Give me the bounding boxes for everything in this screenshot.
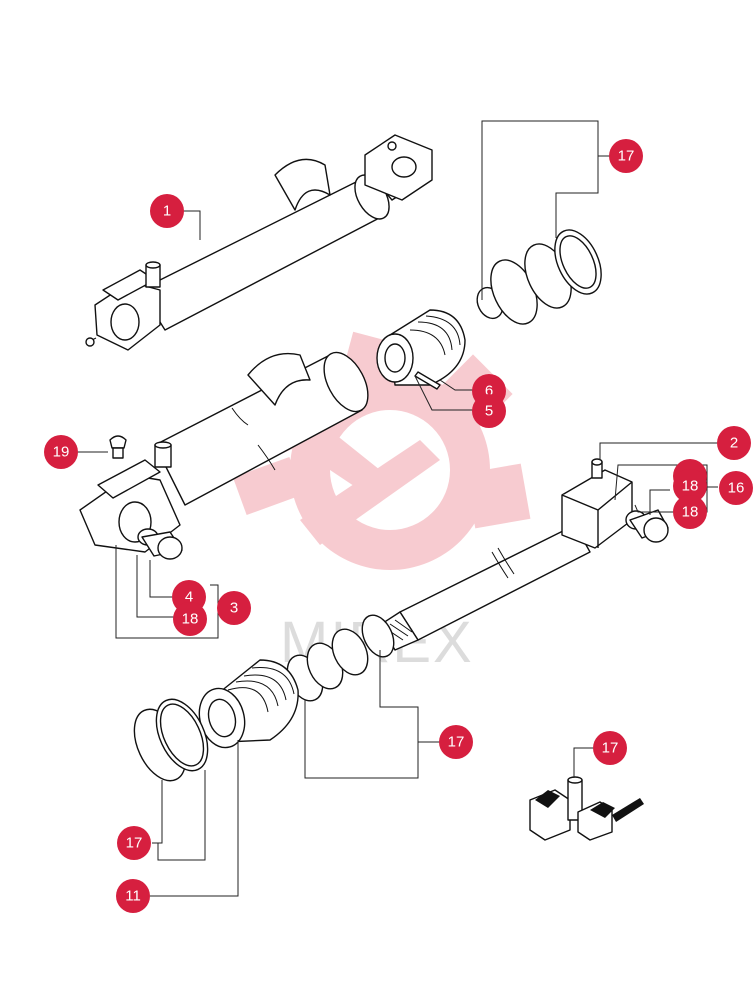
callout-label: 2 — [730, 435, 738, 452]
callout-label: 18 — [682, 478, 699, 495]
callout-label: 18 — [682, 504, 699, 521]
callout-label: 17 — [618, 148, 635, 165]
piston-rod — [379, 458, 669, 651]
piston-part-5-6 — [376, 309, 466, 390]
callout-17-center[interactable]: 17 — [439, 725, 473, 759]
callout-label: 6 — [485, 383, 493, 400]
callout-label: 1 — [163, 203, 171, 220]
callout-2[interactable]: 2 — [717, 426, 751, 460]
callout-label: 16 — [728, 480, 745, 497]
callout-1[interactable]: 1 — [150, 194, 184, 228]
callout-16[interactable]: 16 — [719, 471, 753, 505]
callout-label: 19 — [53, 444, 70, 461]
cylinder-barrel — [79, 351, 369, 560]
callout-label: 17 — [126, 835, 143, 852]
callout-3[interactable]: 3 — [217, 591, 251, 625]
callout-18-left[interactable]: 18 — [173, 602, 207, 636]
seal-kit-icon — [529, 776, 644, 841]
callout-17-top[interactable]: 17 — [609, 139, 643, 173]
callout-label: 5 — [485, 403, 493, 420]
callout-11[interactable]: 11 — [116, 879, 150, 913]
seal-ring-set-top — [476, 229, 602, 325]
gland-seal-rings — [133, 698, 209, 782]
callout-5[interactable]: 5 — [472, 394, 506, 428]
leader-lines — [77, 120, 718, 897]
callout-label: 17 — [602, 740, 619, 757]
callout-label: 18 — [182, 611, 199, 628]
rod-seal-rings — [286, 614, 395, 702]
callout-label: 11 — [125, 888, 141, 905]
callout-18-right-lower[interactable]: 18 — [673, 469, 707, 503]
callout-17-kit[interactable]: 17 — [593, 731, 627, 765]
callout-label: 17 — [448, 734, 465, 751]
callout-18-right-bottom[interactable]: 18 — [673, 495, 707, 529]
cylinder-gland-part-11 — [198, 659, 299, 749]
callout-label: 3 — [230, 600, 238, 617]
cylinder-assembly-part-1 — [85, 134, 433, 351]
callout-label: 4 — [185, 589, 193, 606]
callout-17-lower-left[interactable]: 17 — [117, 826, 151, 860]
callout-19[interactable]: 19 — [44, 435, 78, 469]
